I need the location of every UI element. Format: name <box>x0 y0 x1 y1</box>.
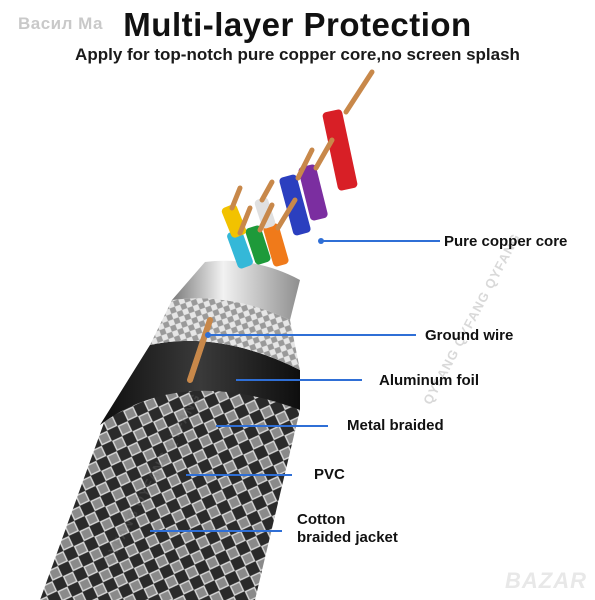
label-metal-braided: Metal braided <box>347 417 444 434</box>
callout-line-metal <box>216 425 328 427</box>
label-ground-wire: Ground wire <box>425 327 514 344</box>
label-braided-jacket: braided jacket <box>297 529 398 546</box>
callout-dot-ground <box>205 332 211 338</box>
label-cotton: Cotton <box>297 511 346 528</box>
conductor-bundle <box>221 109 358 269</box>
label-pure-copper-core: Pure copper core <box>444 233 568 250</box>
callout-line-pvc <box>186 474 292 476</box>
copper-strands <box>229 69 375 236</box>
bazar-logo-watermark: BAZAR <box>505 568 587 593</box>
callout-line-ground <box>210 334 416 336</box>
callout-line-cotton <box>150 530 282 532</box>
pvc-shape <box>100 340 300 425</box>
ground-wire-shape <box>187 317 213 383</box>
page-subtitle: Apply for top-notch pure copper core,no … <box>75 45 520 64</box>
aluminum-foil-shape <box>172 260 300 320</box>
callout-line-foil <box>236 379 362 381</box>
callout-line-copper <box>322 240 440 242</box>
user-watermark: Васил Ма <box>18 14 103 33</box>
cotton-jacket-shape <box>40 387 300 600</box>
label-aluminum-foil: Aluminum foil <box>379 372 479 389</box>
label-pvc: PVC <box>314 466 345 483</box>
page-title: Multi-layer Protection <box>123 6 472 43</box>
callout-dot-copper <box>318 238 324 244</box>
